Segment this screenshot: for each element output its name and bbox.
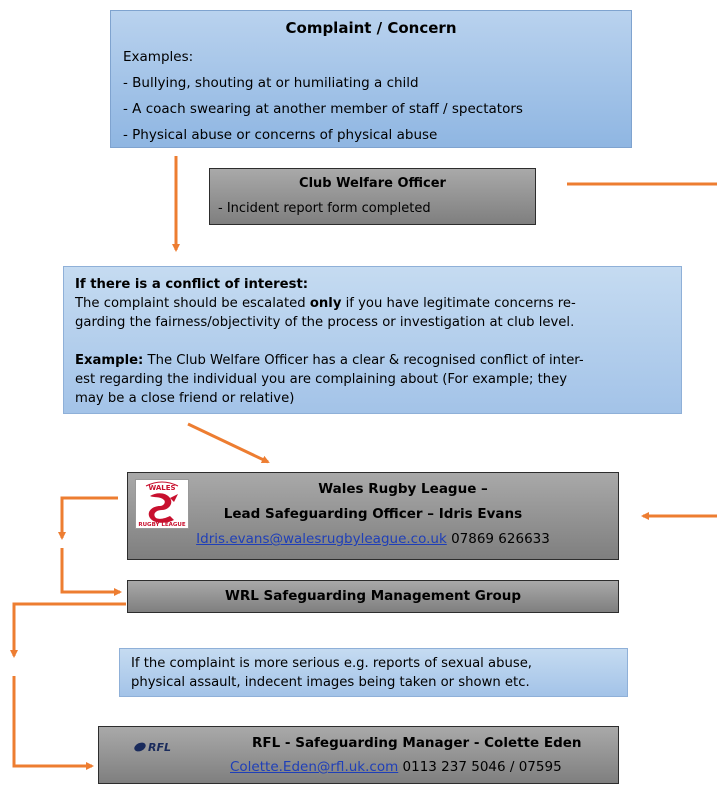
wales-contact-line: Idris.evans@walesrugbyleague.co.uk 07869… <box>128 531 618 547</box>
logo-bottom-text: RUGBY LEAGUE <box>138 522 186 528</box>
dragon-icon: WALES RUGBY LEAGUE <box>138 481 186 528</box>
complaint-item-3: - Physical abuse or concerns of physical… <box>123 127 438 143</box>
rugby-ball-icon: RFL <box>134 741 171 754</box>
arrow-wales-down-left <box>58 496 118 540</box>
club-welfare-line: - Incident report form completed <box>218 201 431 216</box>
arrow-wrl-down-left <box>10 602 126 658</box>
rfl-logo: RFL <box>133 739 179 759</box>
wrl-group-title: WRL Safeguarding Management Group <box>224 588 522 604</box>
complaint-title: Complaint / Concern <box>285 19 457 37</box>
rfl-email-link[interactable]: Colette.Eden@rfl.uk.com <box>230 759 399 775</box>
wales-rugby-league-logo: WALES RUGBY LEAGUE <box>135 479 189 529</box>
conflict-example-line-3: may be a close friend or relative) <box>75 391 295 406</box>
wales-subtitle: Lead Safeguarding Officer – Idris Evans <box>223 506 523 522</box>
complaint-item-1: - Bullying, shouting at or humiliating a… <box>123 75 419 91</box>
conflict-box: If there is a conflict of interest: The … <box>63 266 682 414</box>
conflict-heading: If there is a conflict of interest: <box>75 277 309 292</box>
serious-box: If the complaint is more serious e.g. re… <box>119 648 628 697</box>
rfl-contact-line: Colette.Eden@rfl.uk.com 0113 237 5046 / … <box>230 759 562 775</box>
arrow-to-rfl <box>12 676 94 770</box>
rfl-logo-text: RFL <box>148 741 171 754</box>
club-welfare-title: Club Welfare Officer <box>299 176 446 191</box>
example-line1-text: The Club Welfare Officer has a clear & r… <box>143 353 584 368</box>
logo-top-text: WALES <box>148 484 175 492</box>
example-label: Example: <box>75 353 144 368</box>
club-welfare-box: Club Welfare Officer - Incident report f… <box>209 168 536 225</box>
serious-line-2: physical assault, indecent images being … <box>131 675 530 690</box>
wales-title: Wales Rugby League – <box>318 481 488 497</box>
wrl-group-box: WRL Safeguarding Management Group <box>127 580 619 613</box>
conflict-line-2: garding the fairness/objectivity of the … <box>75 315 575 330</box>
complaint-intro: Examples: <box>123 49 194 65</box>
conflict-example-line-1: Example: The Club Welfare Officer has a … <box>75 351 675 370</box>
wales-phone: 07869 626633 <box>446 531 550 547</box>
conflict-line1-bold: only <box>309 296 342 311</box>
rfl-phone: 0113 237 5046 / 07595 <box>398 759 562 775</box>
wales-email-link[interactable]: Idris.evans@walesrugbyleague.co.uk <box>196 531 447 547</box>
complaint-item-2: - A coach swearing at another member of … <box>123 101 523 117</box>
wales-box: WALES RUGBY LEAGUE Wales Rugby League – … <box>127 472 619 560</box>
rfl-box: RFL RFL - Safeguarding Manager - Colette… <box>98 726 619 784</box>
arrow-to-wrl-group <box>60 548 122 596</box>
conflict-line1-post: if you have legitimate concerns re- <box>341 296 576 311</box>
rfl-title: RFL - Safeguarding Manager - Colette Ede… <box>252 735 582 751</box>
conflict-example-line-2: est regarding the individual you are com… <box>75 372 568 387</box>
conflict-line1-pre: The complaint should be escalated <box>75 296 310 311</box>
complaint-box: Complaint / Concern Examples: - Bullying… <box>110 10 632 148</box>
conflict-line-1: The complaint should be escalated only i… <box>75 294 675 313</box>
serious-line-1: If the complaint is more serious e.g. re… <box>131 656 533 671</box>
arrow-conflict-to-wales <box>187 422 270 464</box>
